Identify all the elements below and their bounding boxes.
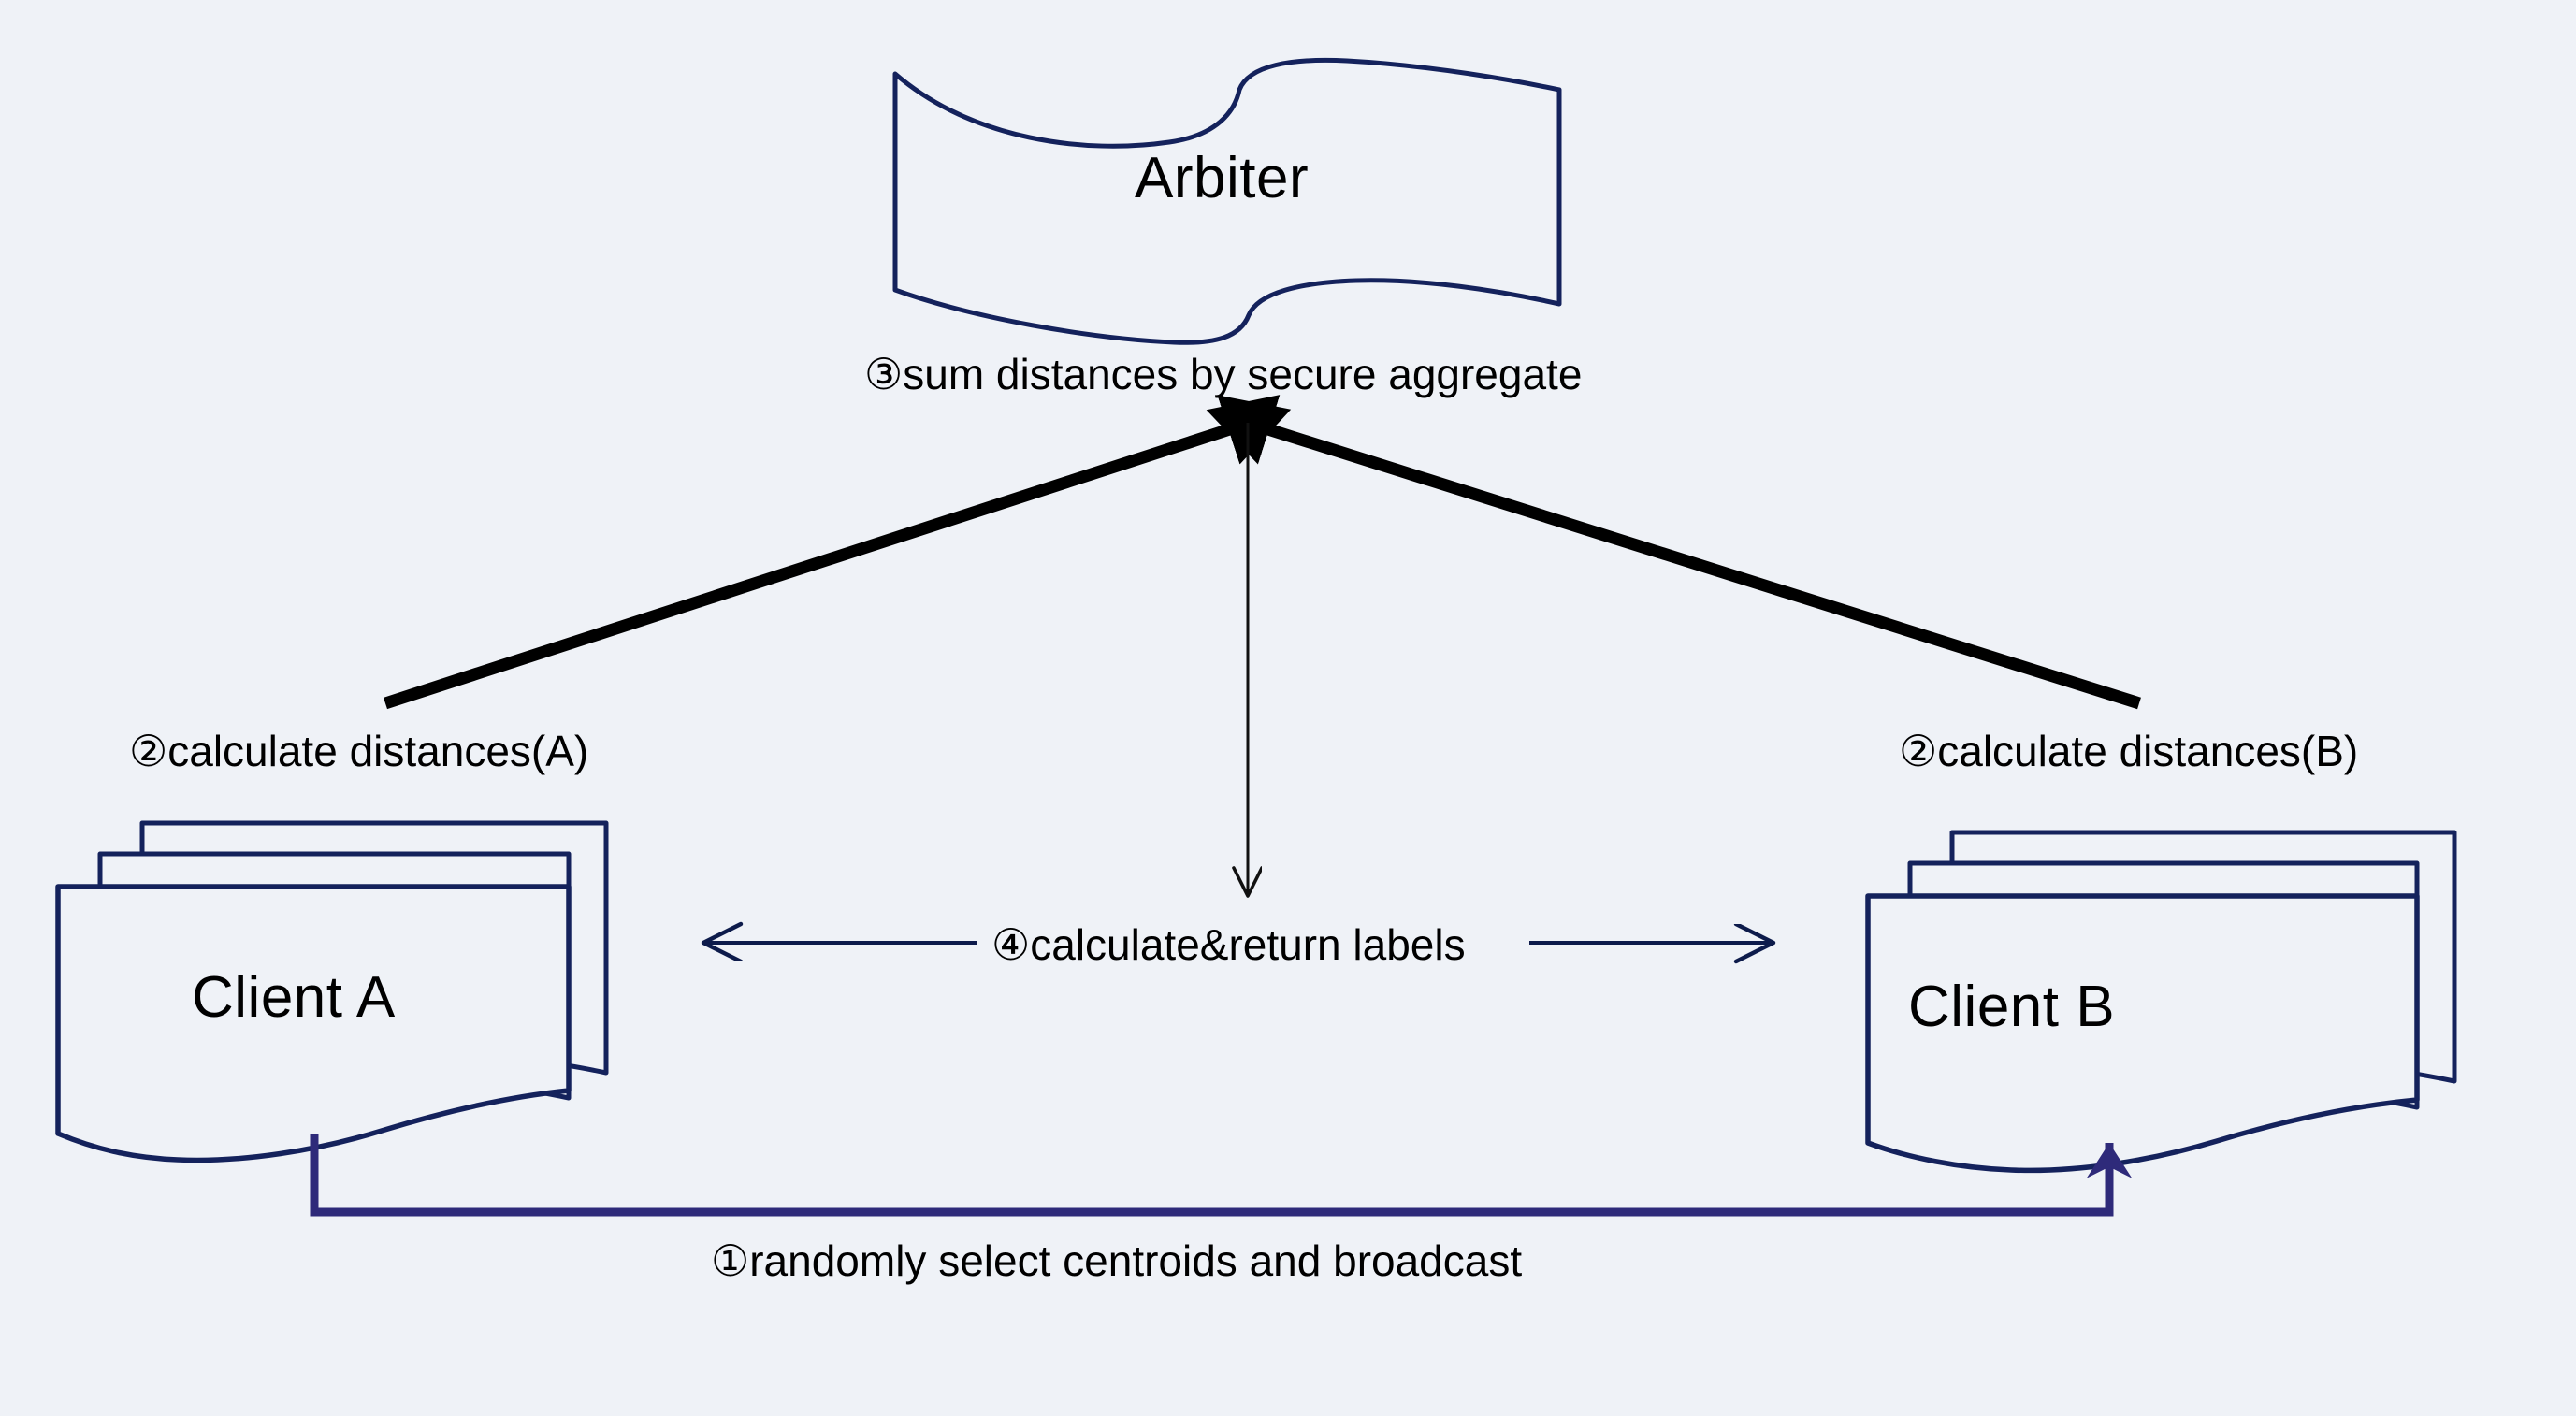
arrow-client-b-to-arbiter bbox=[1206, 395, 2141, 710]
step-3-label: ③sum distances by secure aggregate bbox=[864, 350, 1583, 398]
client-b-card-front bbox=[1865, 893, 2420, 1174]
arbiter-label: Arbiter bbox=[1135, 146, 1310, 210]
client-a-label: Client A bbox=[192, 965, 396, 1030]
step-2b-label: ②calculate distances(B) bbox=[1899, 727, 2359, 775]
arrow-broadcast-centroids bbox=[310, 1134, 2133, 1217]
arrow-client-a-to-arbiter bbox=[383, 395, 1292, 710]
client-b-label: Client B bbox=[1908, 975, 2116, 1039]
arbiter-node[interactable] bbox=[892, 57, 1562, 345]
client-a-card-front bbox=[55, 884, 572, 1163]
client-a-node[interactable] bbox=[55, 820, 609, 1163]
arbiter-flag-icon bbox=[892, 57, 1562, 345]
step-2a-label: ②calculate distances(A) bbox=[129, 727, 589, 775]
client-b-node[interactable] bbox=[1865, 830, 2457, 1174]
step-4-label: ④calculate&return labels bbox=[991, 920, 1466, 969]
step-1-label: ①randomly select centroids and broadcast bbox=[711, 1236, 1523, 1285]
